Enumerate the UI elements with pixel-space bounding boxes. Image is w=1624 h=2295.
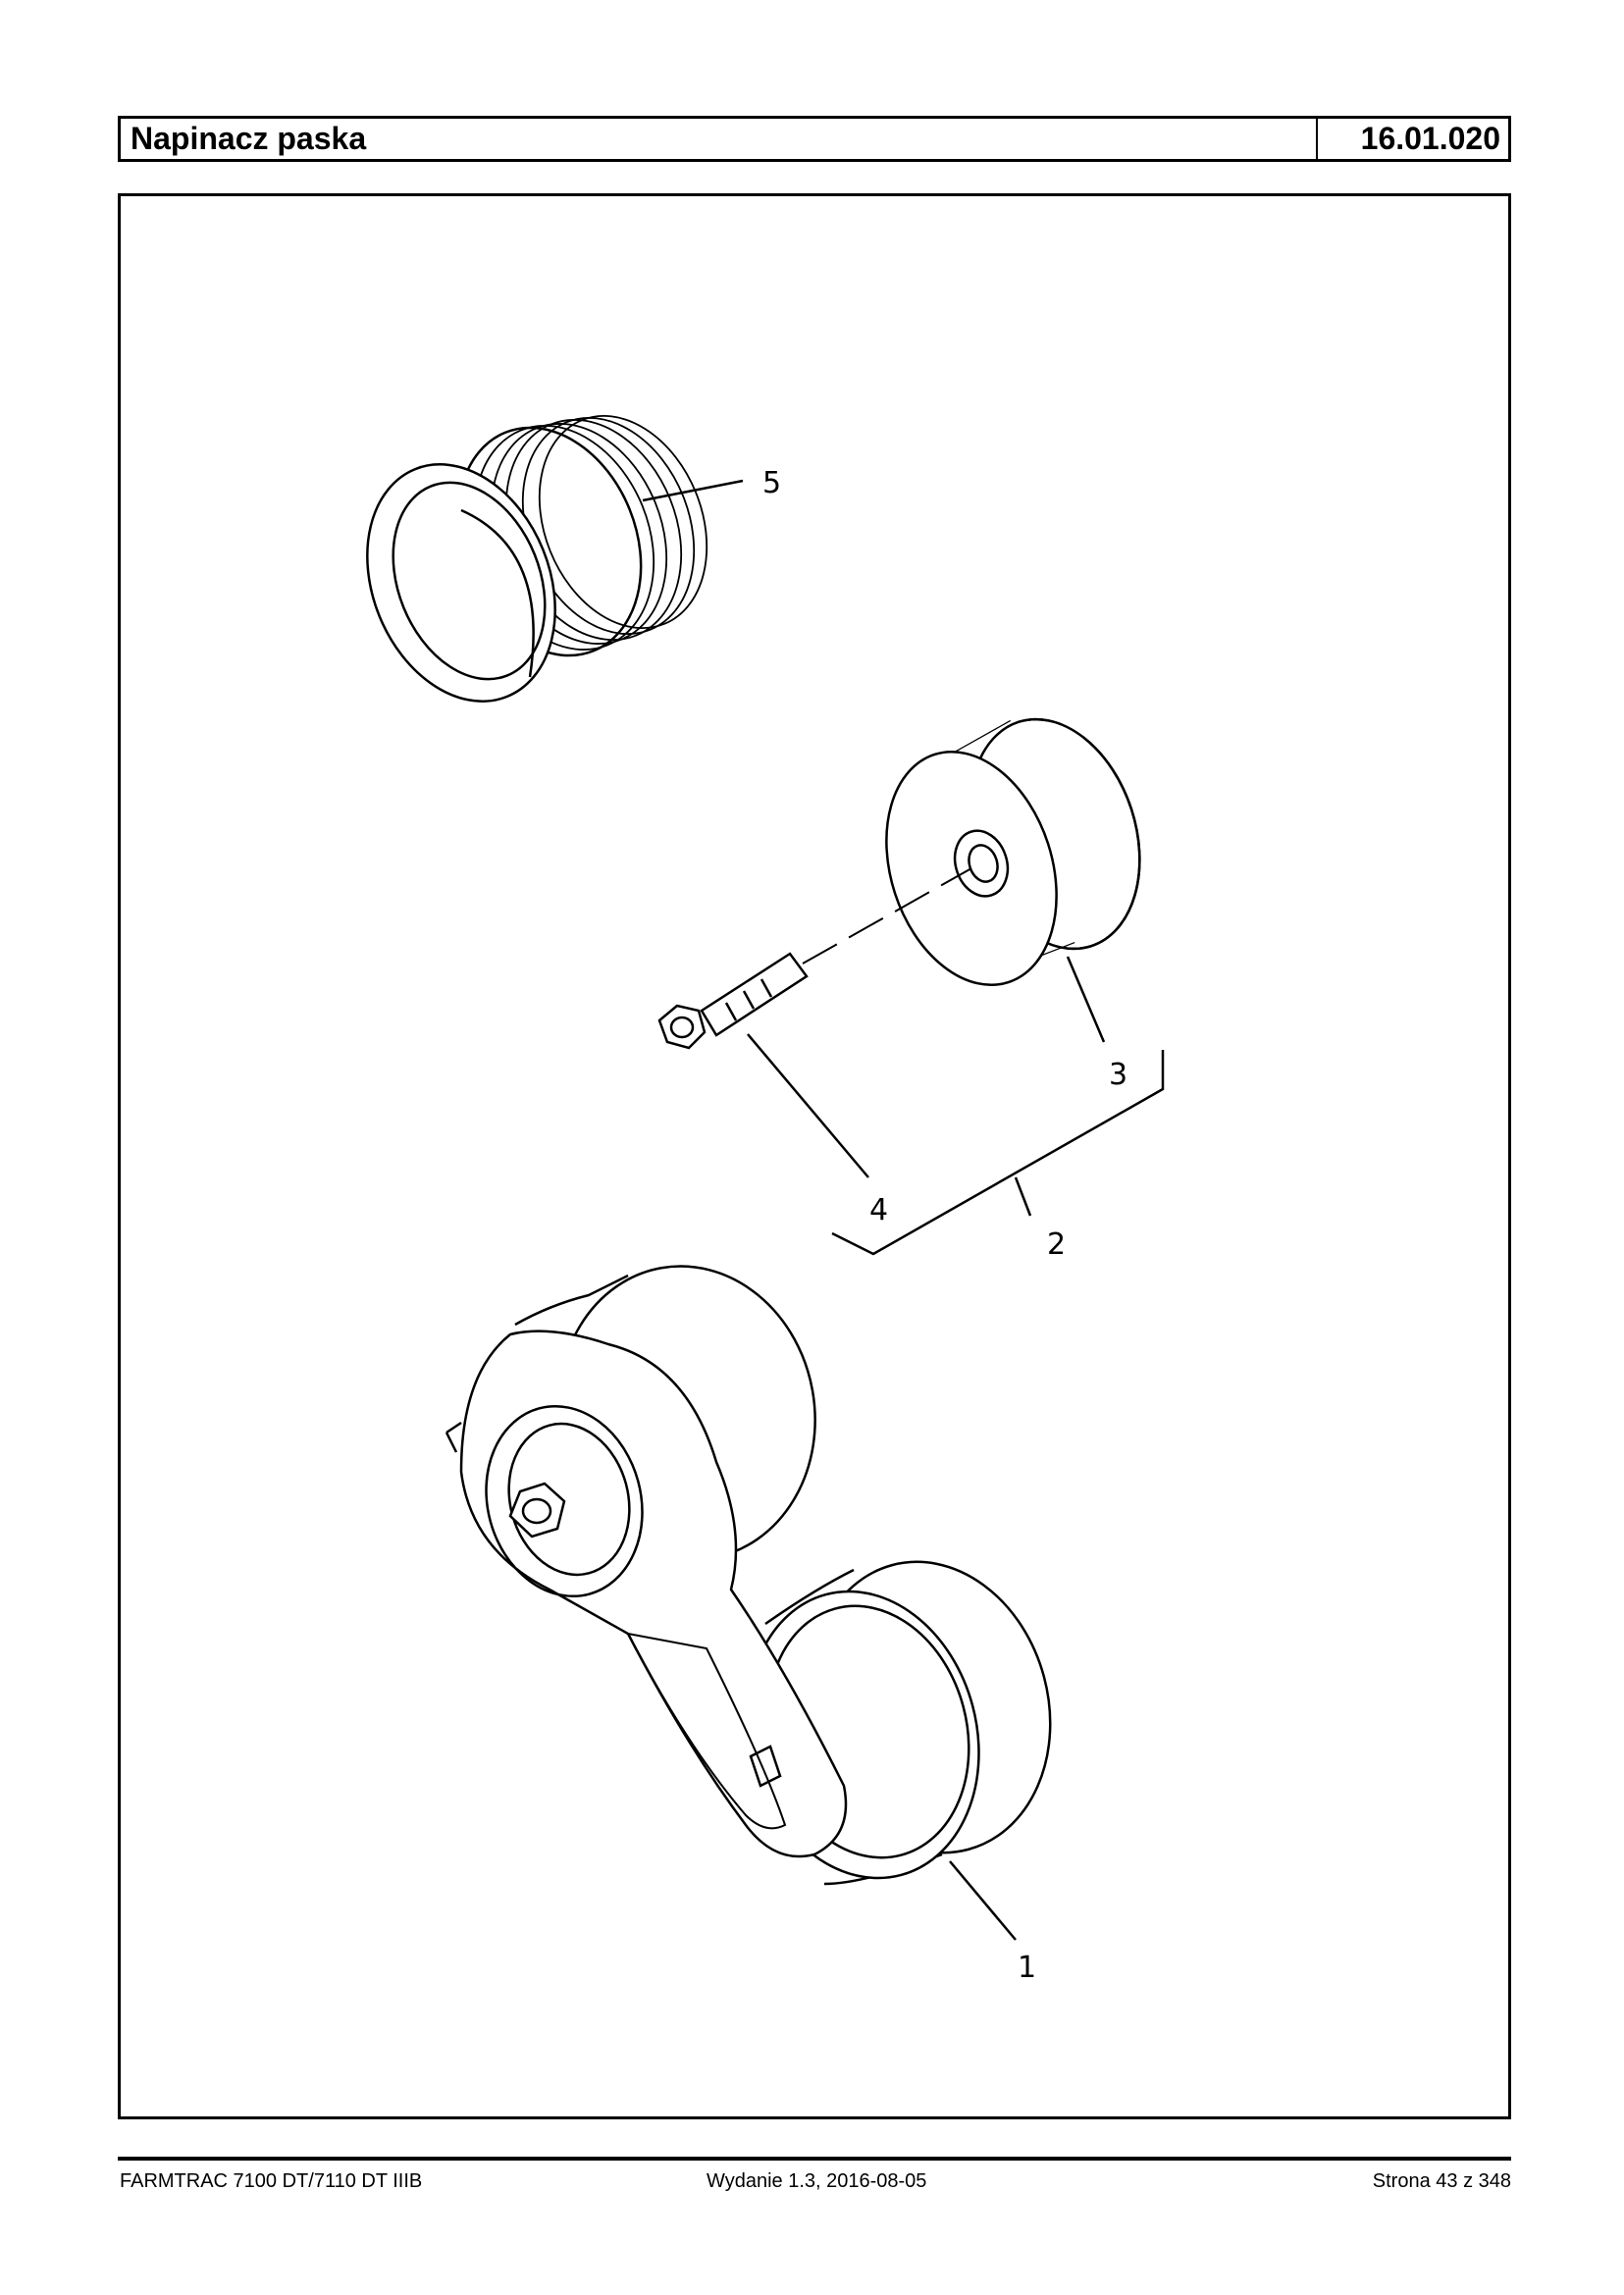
part-5-pulley xyxy=(366,415,708,703)
callout-1: 1 xyxy=(1018,1951,1036,1985)
footer-divider xyxy=(118,2157,1511,2161)
leader-3 xyxy=(1066,956,1106,1043)
part-1-tensioner xyxy=(445,1265,1052,1886)
leader-5 xyxy=(642,479,744,502)
footer-model: FARMTRAC 7100 DT/7110 DT IIIB xyxy=(120,2170,423,2192)
section-code: 16.01.020 xyxy=(1360,121,1500,156)
leader-1 xyxy=(949,1860,1017,1941)
callout-2: 2 xyxy=(1047,1227,1066,1262)
drawing-frame xyxy=(118,193,1511,2119)
callout-3: 3 xyxy=(1109,1058,1127,1092)
leader-4 xyxy=(747,1033,869,1178)
bracket-2 xyxy=(831,1050,1165,1256)
leader-2 xyxy=(1014,1176,1032,1217)
callout-4: 4 xyxy=(869,1193,888,1227)
part-4-bolt xyxy=(657,867,972,1050)
section-title: Napinacz paska xyxy=(121,119,1318,159)
footer-page-number: Strona 43 z 348 xyxy=(1372,2170,1511,2192)
part-3-roller xyxy=(885,717,1141,987)
callout-5: 5 xyxy=(762,466,781,500)
footer-edition: Wydanie 1.3, 2016-08-05 xyxy=(707,2170,927,2192)
page-header: Napinacz paska 16.01.020 xyxy=(118,116,1511,162)
